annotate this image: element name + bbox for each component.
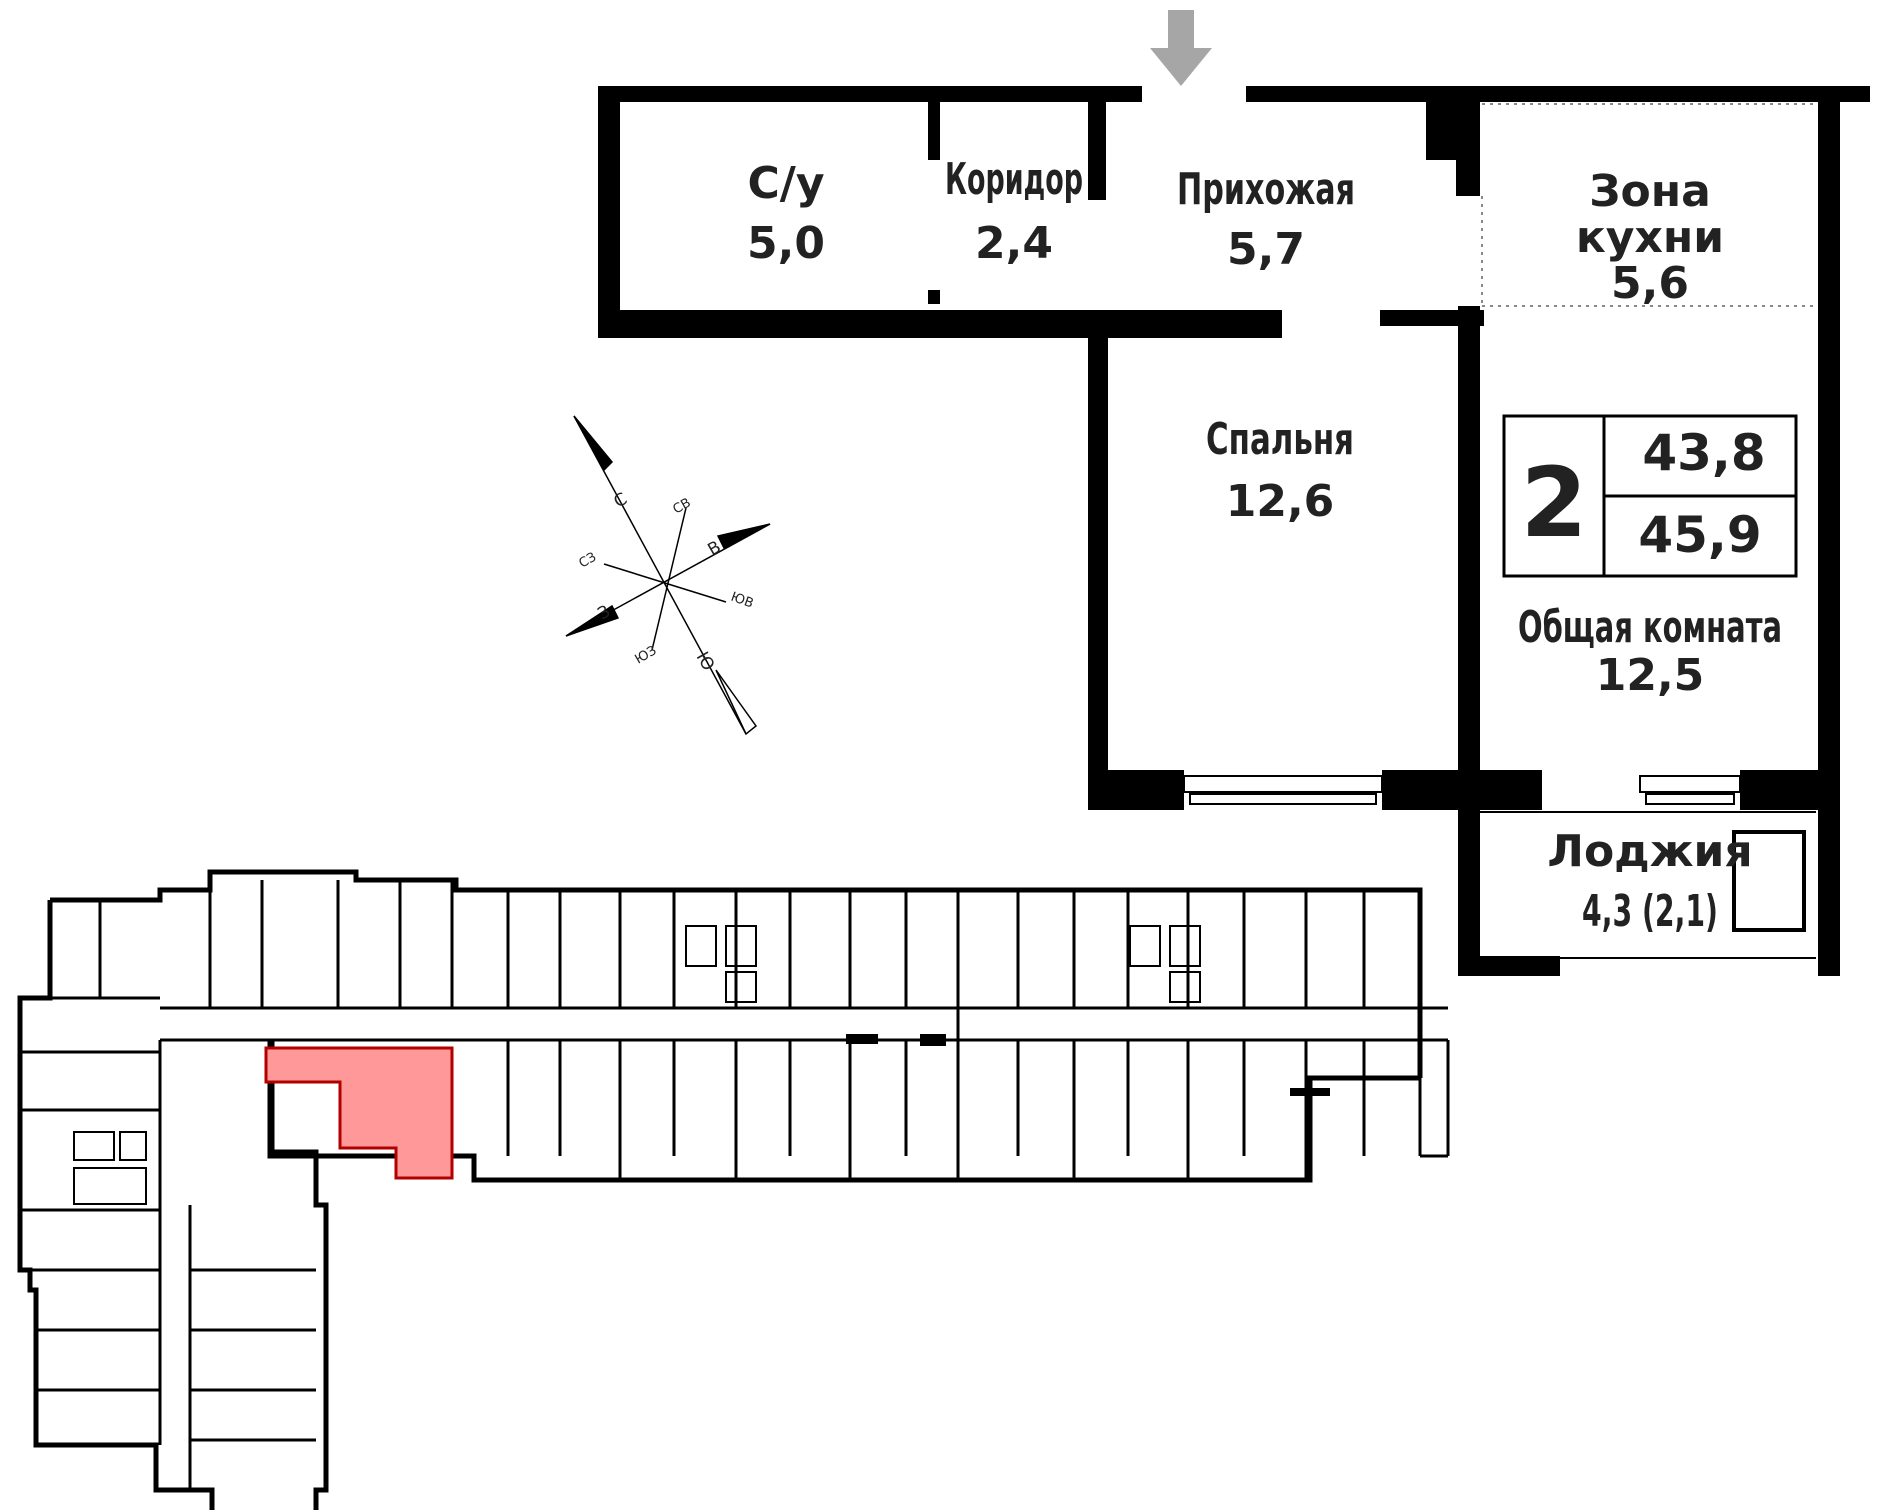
area-summary-box: [1502, 414, 1798, 578]
corridor-name: Коридор: [945, 154, 1083, 205]
selected-apartment-highlight: [264, 1046, 454, 1180]
compass-south: Ю: [692, 649, 719, 675]
bathroom-name: С/у: [747, 158, 824, 209]
bedroom-area: 12,6: [1226, 476, 1335, 527]
building-floor-plan: [17, 869, 1450, 1510]
compass-northeast: СВ: [671, 495, 694, 517]
kitchen-zone-area: 5,6: [1611, 258, 1689, 309]
kitchen-zone-outline: [1481, 103, 1816, 307]
compass-rose-icon: [565, 415, 771, 736]
living-room-name: Общая комната: [1518, 602, 1782, 653]
living-area-value: 43,8: [1642, 424, 1765, 482]
living-window: [1639, 775, 1741, 805]
loggia-area: 4,3 (2,1): [1582, 886, 1718, 937]
kitchen-zone-name-line1: Зона: [1589, 166, 1711, 217]
bathroom-area: 5,0: [747, 218, 825, 269]
hallway-area: 5,7: [1227, 224, 1305, 275]
loggia-storage-box: [1732, 830, 1806, 932]
bedroom-window: [1183, 775, 1383, 805]
corridor-area: 2,4: [975, 218, 1053, 269]
living-room-area: 12,5: [1596, 650, 1705, 701]
compass-north: С: [611, 489, 631, 512]
rooms-count: 2: [1521, 447, 1588, 559]
loggia-outline: [1480, 811, 1816, 959]
kitchen-zone-name-line2: кухни: [1576, 212, 1724, 263]
compass-northwest: СЗ: [577, 550, 600, 572]
hallway-name: Прихожая: [1177, 164, 1355, 215]
compass-southeast: ЮВ: [729, 590, 756, 612]
bedroom-name: Спальня: [1206, 414, 1354, 465]
total-area-value: 45,9: [1638, 506, 1761, 564]
loggia-name: Лоджия: [1547, 826, 1752, 877]
apartment-walls: [598, 86, 1870, 976]
compass-southwest: ЮЗ: [633, 643, 660, 667]
entrance-arrow-icon: [1150, 10, 1212, 86]
